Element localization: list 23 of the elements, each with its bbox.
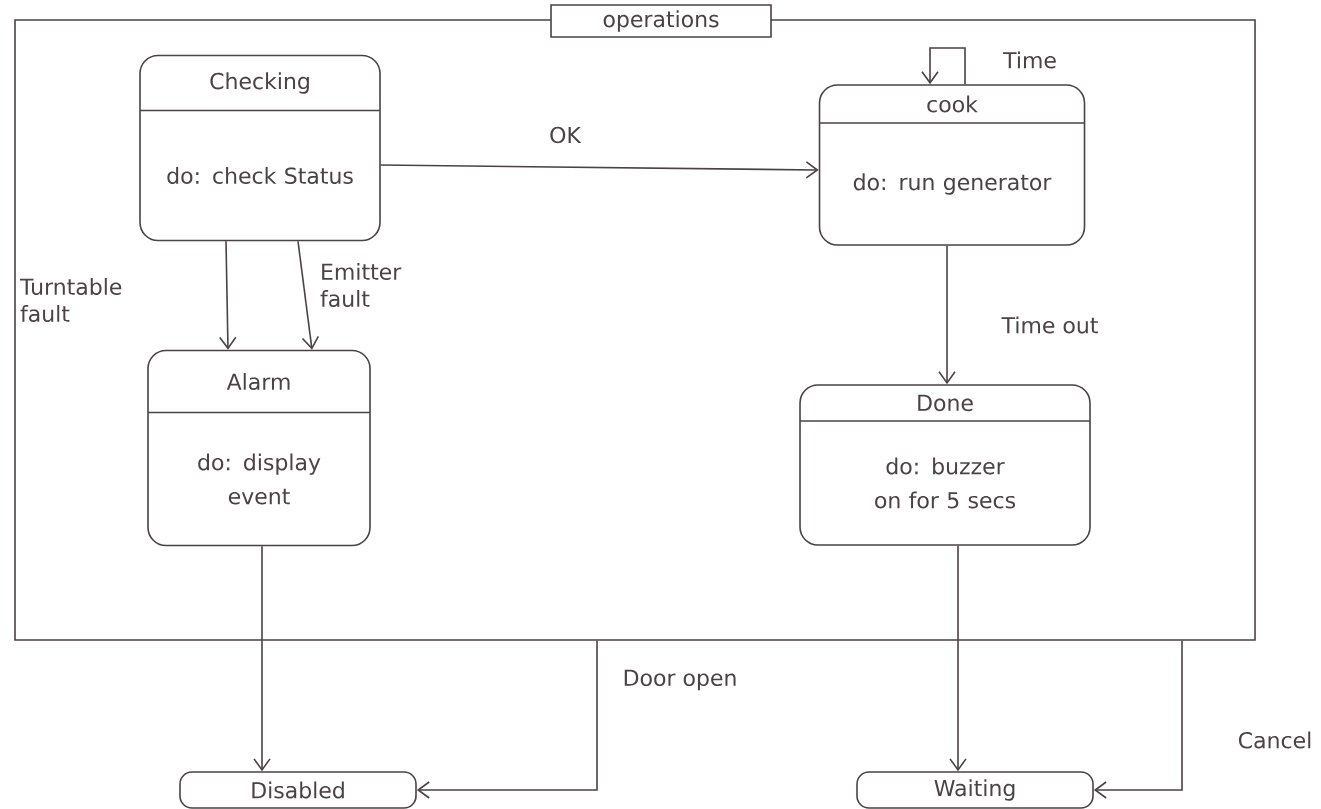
edge-label: Cancel: [1239, 731, 1311, 749]
transition-arrow: [1093, 640, 1183, 799]
transition-arrow: [938, 245, 956, 385]
state-box: Waiting: [856, 771, 1094, 809]
frame-title: operations: [550, 4, 772, 38]
edge-label: Time out: [1001, 316, 1098, 334]
edge-label: Emitter fault: [320, 263, 402, 307]
transition-arrow: [416, 640, 598, 799]
edge-label: Door open: [624, 669, 736, 691]
state-box: Disabled: [179, 771, 417, 809]
state-box: Done do: buzzer on for 5 secs: [799, 384, 1091, 546]
state-box: cook do: run generator: [818, 84, 1086, 246]
transition-arrow: [297, 240, 320, 350]
transition-arrow: [380, 161, 819, 179]
state-box: Checking do: check Status: [139, 54, 381, 242]
edge-label: Turntable fault: [19, 278, 122, 322]
edge-label: Time: [1003, 51, 1056, 69]
edge-label: OK: [550, 126, 582, 144]
transition-arrow: [219, 240, 237, 350]
transition-arrow: [253, 545, 271, 772]
transition-arrow: [949, 545, 967, 772]
state-box: Alarm do: display event: [147, 349, 371, 547]
self-loop-arrow: [921, 47, 966, 85]
